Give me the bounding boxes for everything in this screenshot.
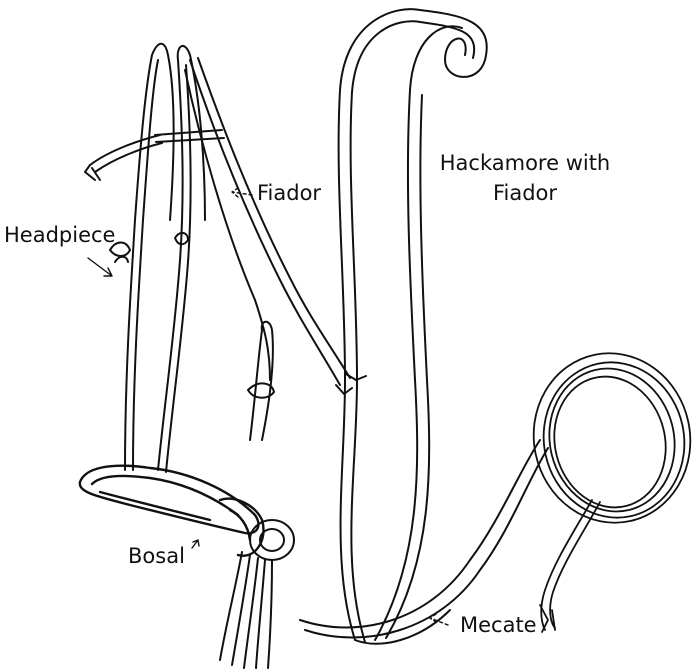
mecate-coil xyxy=(518,339,695,632)
diagram-title-line-2: Fiador xyxy=(430,178,620,208)
mecate-label: Mecate xyxy=(460,615,537,636)
diagram-title-line-1: Hackamore with xyxy=(430,148,620,178)
heel-knot-tassel xyxy=(220,520,294,668)
diagram-title: Hackamore with Fiador xyxy=(430,148,620,208)
bosal-noseband xyxy=(80,466,264,556)
bosal-label: Bosal xyxy=(128,546,185,567)
headpiece-label: Headpiece xyxy=(4,225,115,246)
mecate-rope xyxy=(300,9,548,644)
headpiece-strap xyxy=(85,44,174,470)
cheek-strap xyxy=(155,46,224,472)
fiador-label: Fiador xyxy=(257,183,321,204)
